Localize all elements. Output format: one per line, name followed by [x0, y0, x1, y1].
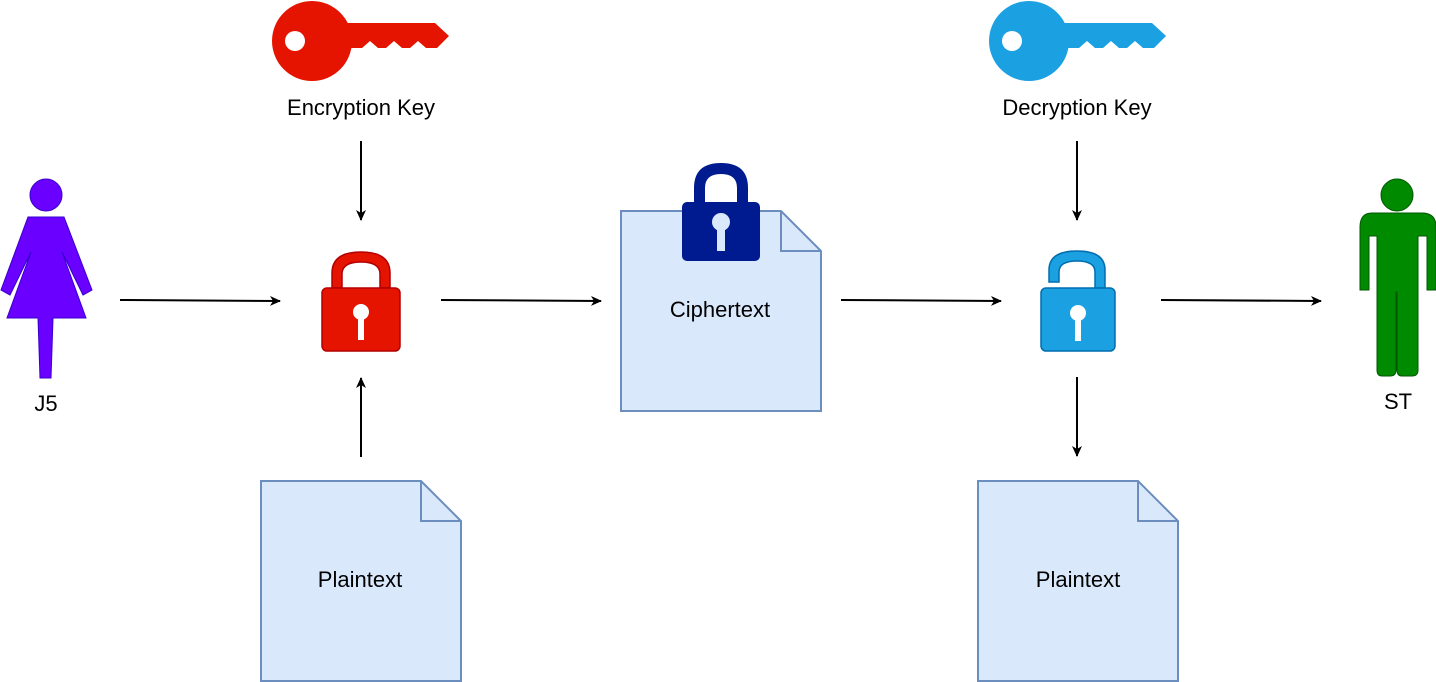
receiver-label: ST	[1384, 389, 1412, 414]
plaintext-output-document: Plaintext	[977, 480, 1179, 682]
plaintext-output-label: Plaintext	[1036, 567, 1120, 592]
open-padlock-icon	[1040, 250, 1116, 352]
encryption-key-icon	[272, 1, 449, 81]
plaintext-input-document: Plaintext	[260, 480, 462, 682]
arrow-encrypt-to-ciphertext	[440, 295, 602, 306]
closed-padlock-icon	[321, 251, 401, 352]
encryption-key-label: Encryption Key	[287, 95, 435, 120]
arrow-ciphertext-to-decrypt	[840, 295, 1002, 306]
plaintext-input-label: Plaintext	[318, 567, 402, 592]
ciphertext-padlock-icon	[682, 163, 760, 261]
decryption-key-icon	[989, 1, 1166, 81]
ciphertext-label: Ciphertext	[670, 297, 770, 322]
female-person-icon	[0, 178, 93, 379]
arrow-sender-to-encrypt	[119, 295, 281, 306]
decryption-key-label: Decryption Key	[1002, 95, 1151, 120]
sender-label: J5	[34, 391, 57, 416]
male-person-icon	[1359, 178, 1436, 377]
arrow-decrypt-to-receiver	[1160, 295, 1322, 306]
